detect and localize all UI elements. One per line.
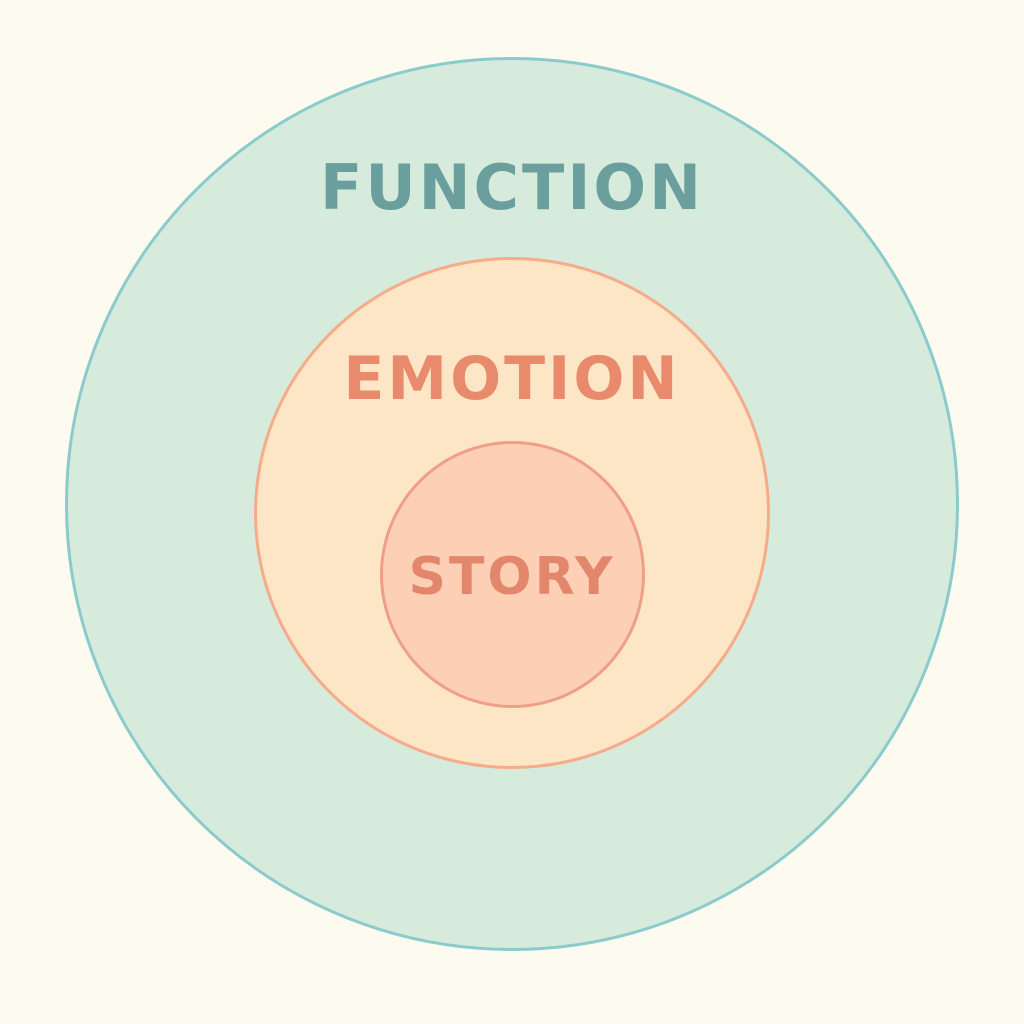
- story-circle: [380, 441, 645, 708]
- story-label: STORY: [408, 547, 616, 607]
- function-label: FUNCTION: [319, 151, 705, 224]
- emotion-label: EMOTION: [343, 344, 681, 414]
